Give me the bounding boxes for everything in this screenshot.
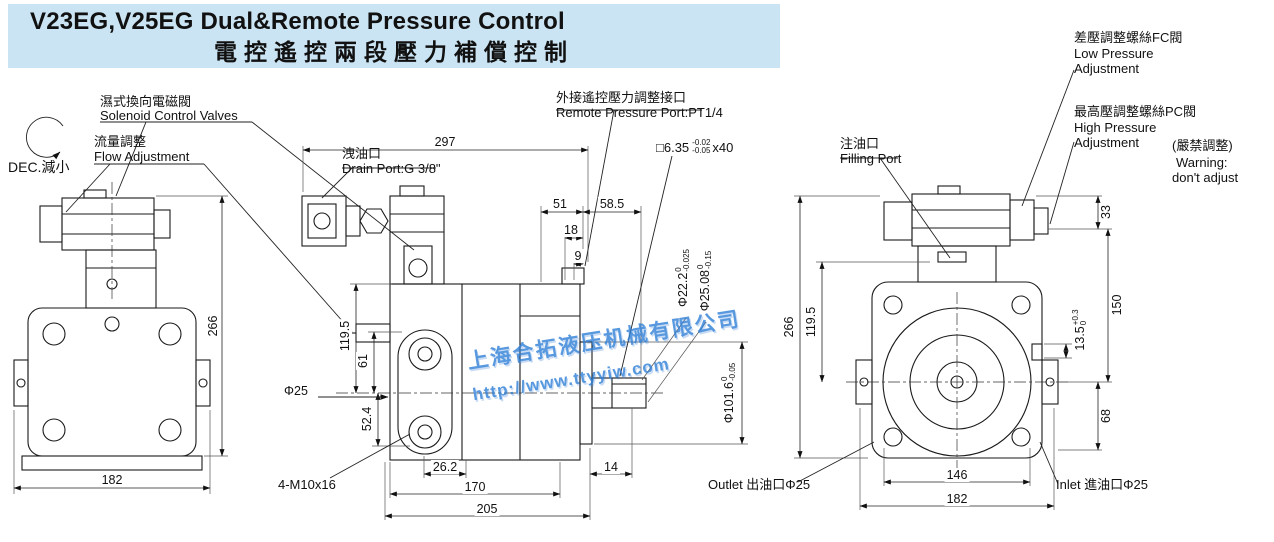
solenoid-valves-label-en: Solenoid Control Valves: [100, 108, 238, 123]
tolerance-lower: -0.05: [692, 146, 711, 155]
keyway-spec-label: □6.35 -0.02 -0.05 x40: [656, 139, 733, 155]
left-view-drawing: [13, 189, 211, 471]
tolerance-lower: -0.025: [682, 249, 691, 272]
dim-tolerance: 0-0.15: [696, 250, 713, 269]
mounting-bolt-spec-label: 4-M10x16: [278, 477, 336, 492]
drain-port-hole: [313, 212, 331, 230]
dim-68: 68: [1099, 407, 1113, 425]
tolerance-lower: 0: [1079, 320, 1088, 326]
dim-33: 33: [1099, 203, 1113, 221]
dim-51: 51: [551, 197, 569, 211]
title-bar: V23EG,V25EG Dual&Remote Pressure Control…: [8, 4, 780, 68]
filling-port: [937, 251, 967, 263]
warning-label-cn: (嚴禁調整): [1172, 138, 1233, 153]
dim-9: 9: [572, 249, 584, 263]
drain-port-label-cn: 洩油口: [342, 146, 382, 161]
left-valve-neck: [85, 249, 157, 309]
center-view-leaders: [318, 109, 702, 479]
right-solenoid-body: [911, 193, 1011, 247]
dim-overall-width: 297: [432, 135, 458, 149]
center-view-dimensions: [302, 146, 748, 520]
filling-port-label-en: Filling Port: [840, 151, 902, 166]
flow-adjustment-label-en: Flow Adjustment: [94, 149, 190, 164]
remote-port-label-cn: 外接遙控壓力調整接口: [556, 90, 687, 105]
remote-port-boss: [561, 267, 585, 285]
dim-61: 61: [356, 352, 370, 370]
keyway-spec-tolerance: -0.02 -0.05: [692, 139, 710, 155]
tolerance-upper: -0.02: [692, 138, 711, 147]
filling-port-label-cn: 注油口: [840, 136, 880, 151]
warning-label-en2: don't adjust: [1172, 170, 1239, 185]
dim-170: 170: [462, 480, 488, 494]
dim-value: Φ101.6: [722, 381, 736, 424]
dim-58-5: 58.5: [597, 197, 627, 211]
compensator-body: [389, 195, 445, 285]
left-pump-body: [27, 307, 197, 457]
tolerance-lower: -0.15: [704, 250, 713, 269]
dim-150: 150: [1110, 292, 1124, 318]
dim-left-width: 182: [99, 473, 125, 487]
dim-26-2: 26.2: [430, 460, 460, 474]
low-pressure-label-cn: 差壓調整螺絲FC閥: [1074, 30, 1183, 45]
right-view-centerlines: [846, 292, 1070, 474]
left-view-leaders: [26, 116, 415, 333]
dim-14: 14: [602, 460, 620, 474]
dim-tolerance: 0-0.05: [720, 362, 737, 381]
drain-plug-hex: [359, 208, 389, 234]
high-pressure-label-en1: High Pressure: [1074, 120, 1157, 135]
right-view-dimensions: [794, 195, 1112, 510]
high-pressure-label-cn: 最高壓調整螺絲PC閥: [1074, 104, 1197, 119]
page-title-chinese: 電控遙控兩段壓力補償控制: [214, 39, 574, 65]
left-solenoid-body: [61, 197, 155, 251]
left-view-dimensions: [13, 195, 228, 494]
low-pressure-label-en1: Low Pressure: [1074, 46, 1154, 61]
solenoid-valves-label-cn: 濕式換向電磁閥: [100, 94, 192, 109]
outlet-label: Outlet 出油口Φ25: [708, 477, 811, 492]
dim-right-height: 266: [782, 314, 796, 340]
drain-port-label-en: Drain Port:G 3/8": [342, 161, 441, 176]
remote-port-label-en: Remote Pressure Port:PT1/4: [556, 105, 723, 120]
dim-right-119-5: 119.5: [804, 304, 818, 340]
inlet-label: Inlet 進油口Φ25: [1056, 477, 1149, 492]
dim-tolerance: 0-0.025: [674, 249, 691, 272]
valve-column: [917, 245, 997, 283]
dim-left-height: 266: [206, 313, 220, 339]
left-pump-base: [21, 455, 203, 471]
right-view-leaders: [797, 69, 1075, 485]
warning-label-en1: Warning:: [1176, 155, 1228, 170]
keyway-spec-count: x40: [712, 139, 734, 155]
dim-182-right: 182: [944, 492, 970, 506]
flow-adjustment-label-cn: 流量調整: [94, 134, 147, 149]
dim-phi-25: Φ25: [282, 384, 310, 398]
flow-adjust-screw: [355, 323, 391, 343]
dec-rotation-arrow-icon: [26, 116, 64, 160]
mounting-flange: [397, 329, 453, 455]
tolerance-lower: -0.05: [728, 362, 737, 381]
dim-205: 205: [474, 502, 500, 516]
side-port: [1031, 343, 1043, 361]
keyway-spec-value: □6.35: [656, 139, 690, 155]
dim-146: 146: [944, 468, 970, 482]
dim-value: Φ22.2: [676, 272, 690, 307]
dim-119-5-center: 119.5: [338, 318, 352, 354]
center-view-drawing: [301, 185, 647, 461]
right-mount-ear: [195, 359, 211, 407]
high-pressure-label-en2: Adjustment: [1074, 135, 1140, 150]
low-pressure-label-en2: Adjustment: [1074, 61, 1140, 76]
left-mount-ear: [13, 359, 29, 407]
dim-value: Φ25.08: [698, 269, 712, 312]
page-title-english: V23EG,V25EG Dual&Remote Pressure Control: [30, 8, 565, 35]
dim-value: 13.5: [1073, 326, 1087, 351]
dim-52-4: 52.4: [360, 404, 374, 434]
dec-decrease-label: DEC.減小: [8, 159, 70, 175]
dim-18: 18: [562, 223, 580, 237]
left-flow-screw-block: [39, 205, 63, 243]
